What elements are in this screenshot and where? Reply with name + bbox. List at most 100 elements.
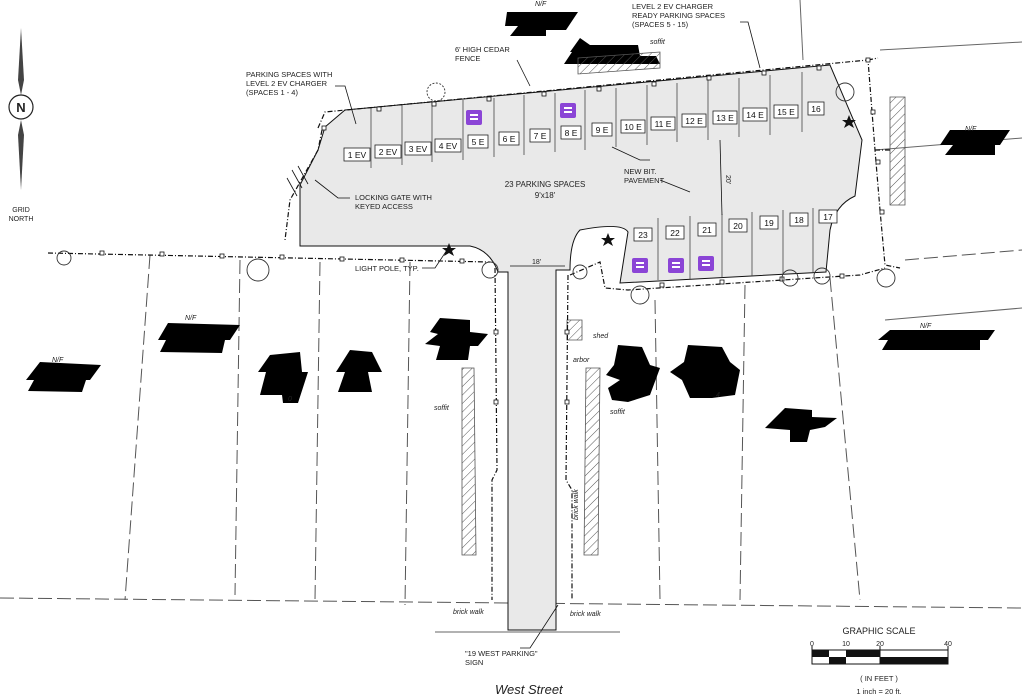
space-label-text: 11 E <box>655 119 672 129</box>
space-label-text: 1 EV <box>348 150 367 160</box>
space-label: 16 <box>807 101 825 116</box>
space-label-text: 21 <box>702 225 712 235</box>
fence-label-1: 6' HIGH CEDAR <box>455 45 510 54</box>
spaces-count-label: 23 PARKING SPACES <box>505 180 586 189</box>
pavement-label-1: NEW BIT. <box>624 167 657 176</box>
space-label: 22 <box>665 225 685 240</box>
space-label-text: 2 EV <box>379 147 398 157</box>
shed-label: shed <box>593 333 609 340</box>
space-label-text: 17 <box>823 212 833 222</box>
ev-charger-icon <box>632 258 648 273</box>
gate-label-1: LOCKING GATE WITH <box>355 193 432 202</box>
space-label-text: 16 <box>811 104 821 114</box>
ev-ready-label-3: (SPACES 5 - 15) <box>632 20 689 29</box>
light-pole-label: LIGHT POLE, TYP. <box>355 264 419 273</box>
space-label-text: 13 E <box>716 113 734 123</box>
dimension-18: 18' <box>532 259 541 266</box>
space-label-text: 8 E <box>565 128 578 138</box>
sign-label-1: "19 WEST PARKING" <box>465 649 538 658</box>
nf-label-left: N/F <box>185 315 197 322</box>
space-label-text: 3 EV <box>409 144 428 154</box>
soffit-label-right: soffit <box>610 409 626 416</box>
soffit-label-left: soffit <box>434 405 450 412</box>
stall-lines <box>370 72 814 280</box>
sign-label-2: SIGN <box>465 658 483 667</box>
space-label: 7 E <box>529 128 551 143</box>
space-label: 10 E <box>620 119 646 134</box>
space-label-text: 4 EV <box>439 141 458 151</box>
space-label: 20 <box>728 218 748 233</box>
nf-label-right: N/F <box>965 126 977 133</box>
space-label: 9 E <box>591 122 613 137</box>
space-label: 6 E <box>498 131 520 146</box>
scale-tick-0: 0 <box>810 641 814 648</box>
nf-label-top: N/F <box>535 1 547 8</box>
street-name: West Street <box>495 682 564 697</box>
space-label-text: 12 E <box>685 116 703 126</box>
ev-charger-icon <box>668 258 684 273</box>
space-label-text: 9 E <box>596 125 609 135</box>
scale-title: GRAPHIC SCALE <box>842 626 915 636</box>
space-label: 13 E <box>712 110 738 125</box>
scale-tick-40: 40 <box>944 641 952 648</box>
space-label: 19 <box>759 215 779 230</box>
space-label: 8 E <box>560 125 582 140</box>
ev-charger-icon <box>466 110 482 125</box>
space-label-text: 23 <box>638 230 648 240</box>
trees <box>56 82 896 305</box>
soffit-structures <box>461 51 906 556</box>
space-label: 4 EV <box>434 138 462 153</box>
space-label: 18 <box>789 212 809 227</box>
locking-gate <box>286 165 309 197</box>
grid-north-label-2: NORTH <box>9 216 34 223</box>
house-number-right: 4 <box>716 392 720 399</box>
space-label-text: 22 <box>670 228 680 238</box>
brick-walk-label-vertical: brick walk <box>573 489 580 520</box>
space-label: 15 E <box>773 104 799 119</box>
fence-posts <box>99 57 885 405</box>
ev-charger-icon <box>698 256 714 271</box>
soffit-label-top: soffit <box>650 39 666 46</box>
graphic-scale: GRAPHIC SCALE 0 10 20 40 ( IN FEET ) 1 i… <box>810 626 952 696</box>
space-label: 21 <box>697 222 717 237</box>
space-label: 12 E <box>681 113 707 128</box>
scale-tick-20: 20 <box>876 641 884 648</box>
ev-charger-icon <box>560 103 576 118</box>
ev-ready-label-1: LEVEL 2 EV CHARGER <box>632 2 714 11</box>
ev-charger-icons <box>466 103 714 273</box>
leader-lines <box>314 21 761 649</box>
annotations: LEVEL 2 EV CHARGER READY PARKING SPACES … <box>246 2 731 697</box>
space-label-text: 18 <box>794 215 804 225</box>
nf-label-left-2: N/F <box>52 357 64 364</box>
space-label: 1 EV <box>343 147 371 162</box>
space-label: 11 E <box>650 116 676 131</box>
scale-units: ( IN FEET ) <box>860 674 898 683</box>
brick-walk-label-right: brick walk <box>570 611 601 618</box>
neighbor-buildings <box>26 12 1010 442</box>
house-number-left: 0 <box>288 396 292 403</box>
cedar-fence <box>47 57 901 600</box>
nf-label-right-2: N/F <box>920 323 932 330</box>
gate-label-2: KEYED ACCESS <box>355 202 413 211</box>
scale-tick-10: 10 <box>842 641 850 648</box>
space-label-text: 7 E <box>534 131 547 141</box>
fence-label-2: FENCE <box>455 54 480 63</box>
space-label: 2 EV <box>374 144 402 159</box>
brick-walk-label-left: brick walk <box>453 609 484 616</box>
grid-north-label-1: GRID <box>12 207 30 214</box>
space-label-text: 20 <box>733 221 743 231</box>
space-label-text: 19 <box>764 218 774 228</box>
space-label-text: 6 E <box>503 134 516 144</box>
building-top <box>505 12 578 36</box>
space-label: 3 EV <box>404 141 432 156</box>
space-label-text: 10 E <box>624 122 642 132</box>
spaces-size-label: 9'x18' <box>535 191 556 200</box>
ev-spaces-label-1: PARKING SPACES WITH <box>246 70 332 79</box>
dimension-20: 20' <box>724 175 731 184</box>
parking-space-labels: 1 EV 2 EV 3 EV 4 EV 5 E 6 E 7 E 8 E 9 E 10 E 11 E 1… <box>343 101 838 242</box>
space-label: 17 <box>818 209 838 224</box>
ev-spaces-label-3: (SPACES 1 - 4) <box>246 88 298 97</box>
space-label: 5 E <box>467 134 489 149</box>
